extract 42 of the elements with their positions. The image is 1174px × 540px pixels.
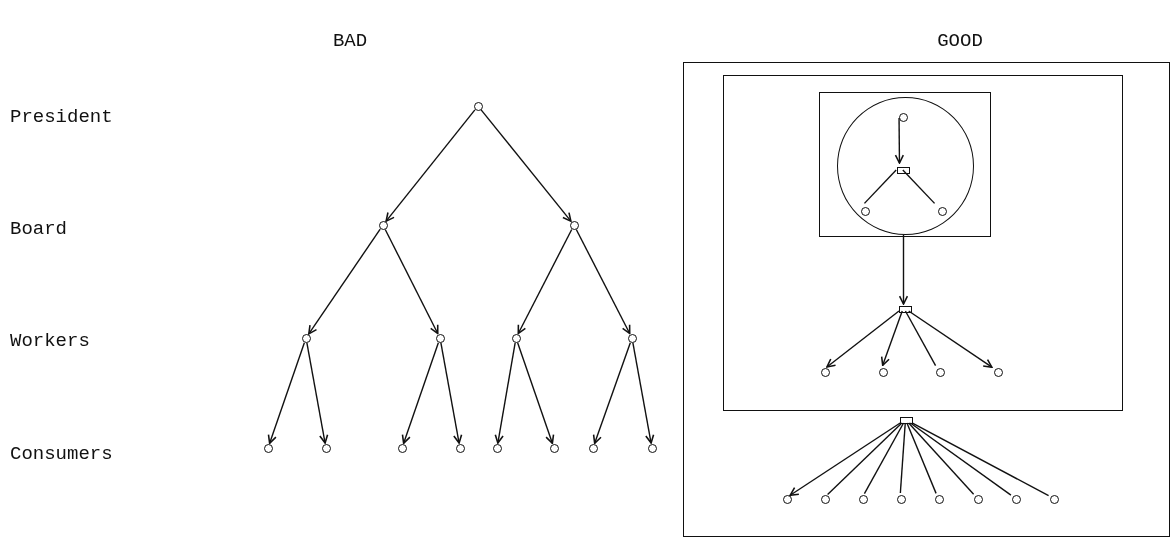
group-frame [819, 92, 991, 237]
column-heading: GOOD [937, 30, 983, 52]
arrow [384, 228, 439, 335]
row-label: Board [10, 218, 67, 240]
arrow [401, 342, 440, 445]
connector-line [906, 422, 937, 495]
row-label: Workers [10, 330, 90, 352]
group-frame [723, 75, 1123, 411]
arrow [267, 342, 306, 445]
arrow [308, 228, 381, 335]
arrow [907, 310, 993, 368]
arrow [898, 234, 909, 305]
connector-line [863, 169, 897, 205]
row-label: Consumers [10, 443, 113, 465]
connector-line [826, 422, 903, 496]
arrow [306, 342, 329, 444]
arrow [517, 228, 573, 335]
arrow [385, 109, 476, 222]
arrow [894, 117, 905, 164]
arrow [880, 310, 903, 367]
arrow [826, 310, 900, 368]
connector-line [902, 169, 936, 205]
arrow [789, 422, 901, 497]
connector-line [904, 310, 937, 367]
connector-line [899, 422, 906, 494]
arrow [480, 109, 572, 222]
hub-box [900, 417, 913, 424]
hub-box [897, 167, 910, 174]
arrow [494, 342, 516, 444]
arrow [592, 342, 632, 445]
row-label: President [10, 106, 113, 128]
column-heading: BAD [332, 30, 368, 52]
arrow [632, 342, 655, 444]
connector-line [908, 422, 975, 495]
arrow [440, 342, 463, 444]
hub-box [899, 306, 912, 313]
connector-line [911, 422, 1050, 497]
group-frame [683, 62, 1170, 537]
connector-line [863, 422, 905, 495]
connector-line [909, 422, 1012, 496]
arrow [516, 342, 555, 445]
arrow [575, 228, 631, 335]
